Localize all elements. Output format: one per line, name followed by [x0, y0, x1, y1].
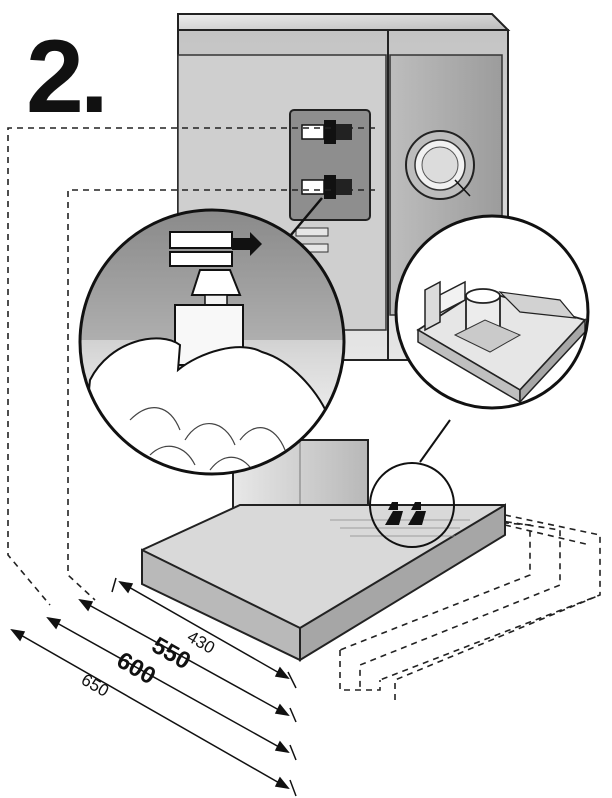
knob-icon	[405, 130, 475, 200]
hood-canopy-side	[299, 503, 506, 662]
cabinet-top	[177, 13, 511, 31]
reference-lines	[7, 127, 601, 700]
detail-callout-connector	[78, 197, 346, 476]
cooker-hood	[141, 419, 506, 662]
dimension-label-650: 650	[78, 670, 112, 701]
detail-callout-small	[369, 462, 455, 548]
detail-callout-bracket	[394, 214, 590, 410]
dimension-lines	[10, 577, 297, 797]
detail-callout-large	[78, 208, 346, 476]
step-number: 2.	[26, 19, 105, 135]
mounting-bracket-icon	[416, 280, 587, 404]
hand-icon	[385, 502, 426, 525]
